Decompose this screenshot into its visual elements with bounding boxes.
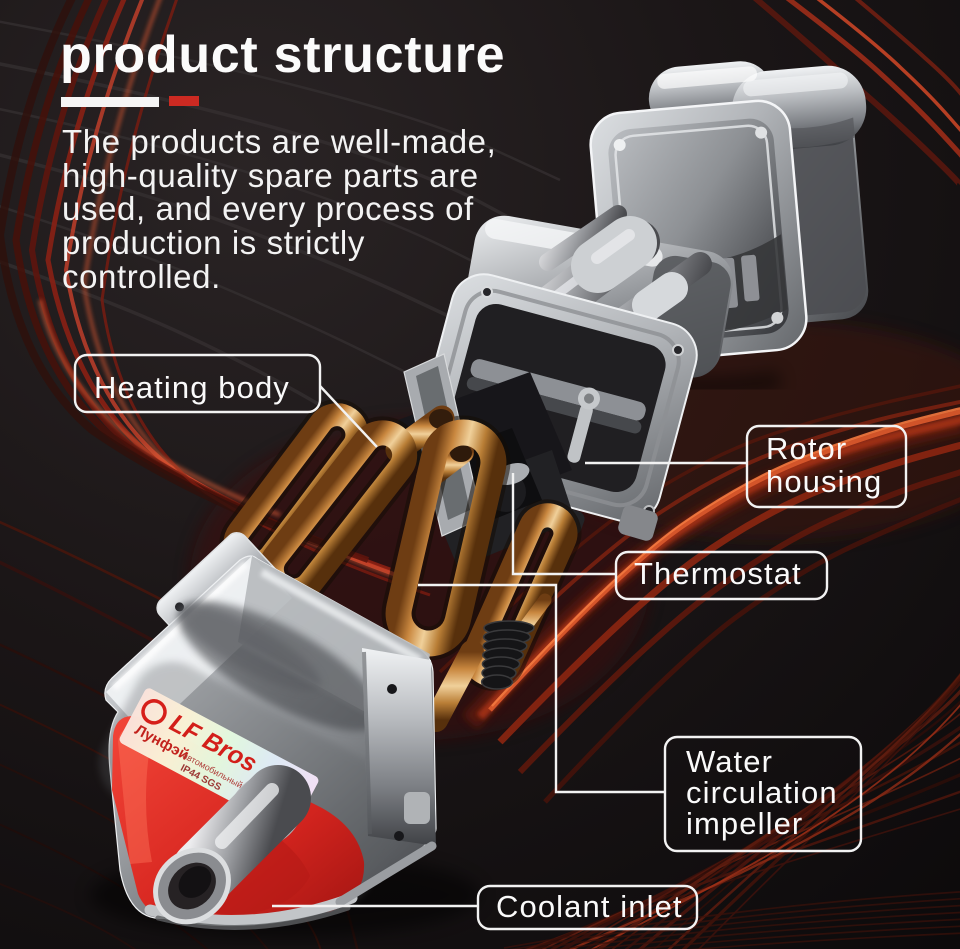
svg-text:controlled.: controlled. [62, 258, 221, 295]
svg-text:Heating body: Heating body [94, 370, 290, 405]
svg-text:impeller: impeller [686, 806, 803, 841]
svg-text:Water: Water [686, 744, 773, 779]
svg-text:high-quality spare parts are: high-quality spare parts are [62, 157, 479, 194]
svg-text:Coolant inlet: Coolant inlet [496, 889, 683, 924]
svg-text:Rotor: Rotor [766, 431, 847, 466]
svg-text:used, and every process of: used, and every process of [62, 190, 474, 227]
svg-text:Thermostat: Thermostat [634, 556, 802, 591]
svg-text:housing: housing [766, 464, 882, 499]
svg-text:circulation: circulation [686, 775, 838, 810]
svg-text:The products are well-made,: The products are well-made, [62, 123, 496, 160]
svg-text:production is strictly: production is strictly [62, 224, 365, 261]
svg-text:product structure: product structure [60, 26, 505, 84]
